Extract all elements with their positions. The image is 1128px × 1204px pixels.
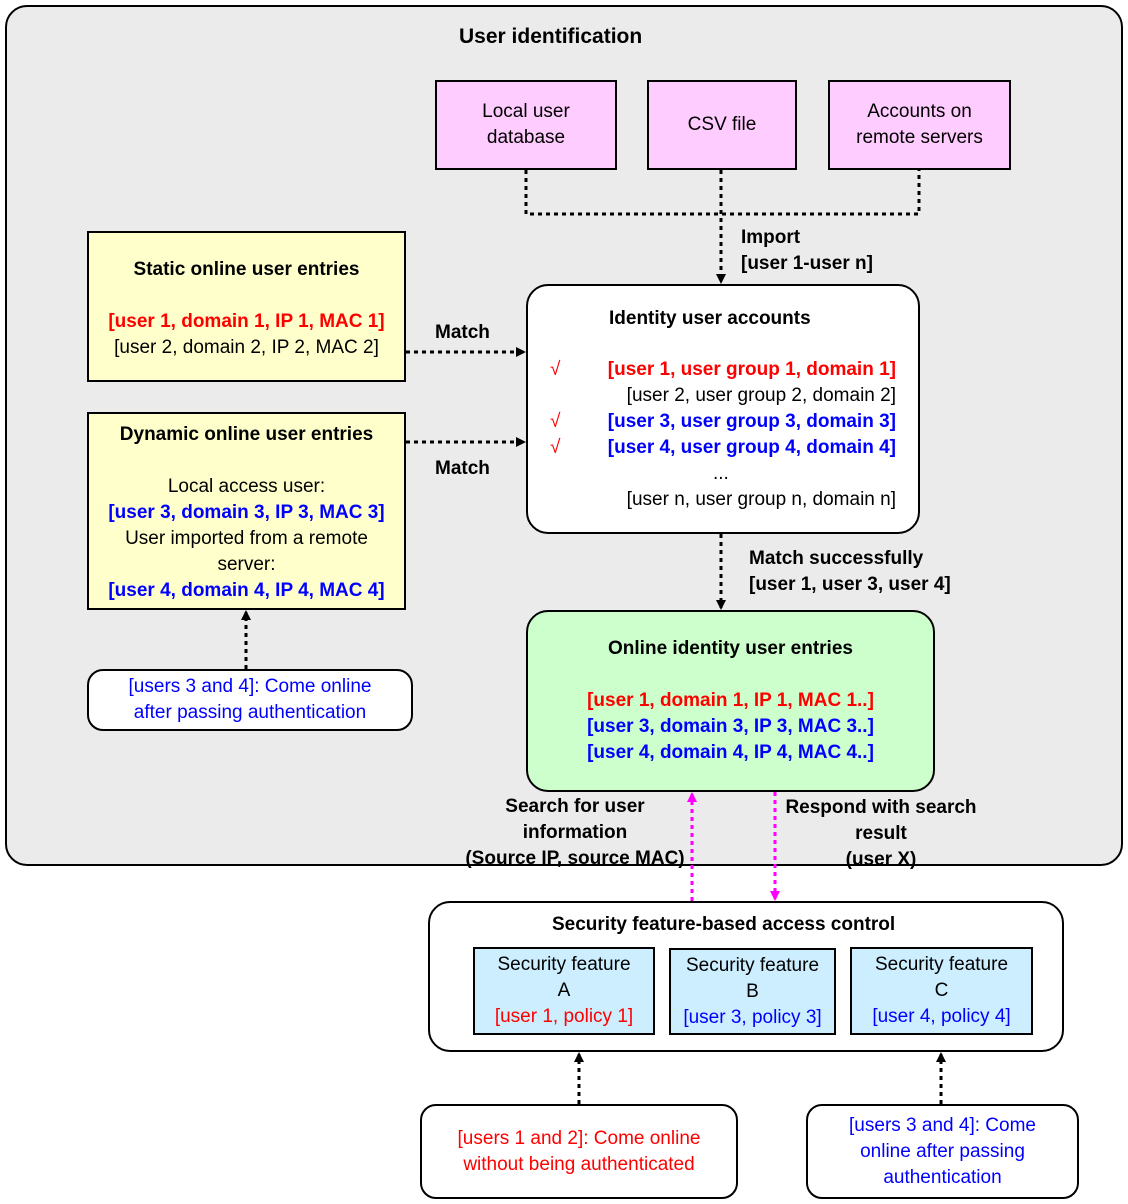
feature-c-name-1: Security feature: [874, 954, 1009, 975]
check-mark-icon: √: [550, 359, 561, 380]
import-line2: [user 1-user n]: [741, 253, 873, 274]
auth-note-top: [users 3 and 4]: Come online after passi…: [87, 669, 413, 731]
feature-b-name-2: B: [746, 980, 759, 1002]
respond-label: Respond with search result (user X): [770, 795, 992, 873]
bottom-left-line2: without being authenticated: [463, 1153, 695, 1175]
identity-accounts-rows: √[user 1, user group 1, domain 1] [user …: [540, 357, 896, 513]
check-mark-icon: √: [550, 411, 561, 432]
search-line1: Search for user: [505, 796, 645, 817]
bottom-right-line3: authentication: [883, 1166, 1002, 1188]
feature-a-policy: [user 1, policy 1]: [494, 1006, 634, 1027]
feature-a-name-1: Security feature: [497, 954, 631, 975]
account-row-1: √[user 1, user group 1, domain 1]: [540, 357, 896, 383]
search-line2: information: [522, 822, 628, 843]
feature-a-name-2: A: [557, 980, 571, 1001]
respond-line3: (user X): [845, 849, 917, 870]
local-user-database-box: Local user database: [435, 80, 617, 170]
import-line1: Import: [741, 227, 801, 248]
csv-file-label: CSV file: [687, 114, 757, 135]
feature-b-policy: [user 3, policy 3]: [683, 1006, 822, 1028]
csv-file-box: CSV file: [647, 80, 797, 170]
security-title: Security feature-based access control: [552, 914, 896, 935]
identity-accounts-title: Identity user accounts: [609, 308, 811, 329]
check-mark-icon: √: [550, 437, 561, 458]
remote-accounts-box: Accounts on remote servers: [828, 80, 1011, 170]
bottom-right-line2: online after passing: [860, 1140, 1025, 1162]
dynamic-local-label: Local access user:: [167, 476, 326, 497]
online-row-1: [user 1, domain 1, IP 1, MAC 1..]: [587, 690, 874, 711]
security-feature-c: Security feature C [user 4, policy 4]: [850, 947, 1033, 1035]
account-row-2: [user 2, user group 2, domain 2]: [626, 385, 896, 406]
local-db-line2: database: [486, 127, 566, 148]
match-success-line2: [user 1, user 3, user 4]: [749, 574, 951, 595]
auth-note-top-line2: after passing authentication: [133, 702, 367, 723]
online-row-3: [user 3, domain 3, IP 3, MAC 3..]: [587, 716, 874, 737]
online-identity-title: Online identity user entries: [608, 638, 853, 659]
remote-line2: remote servers: [856, 127, 983, 148]
bottom-left-line1: [users 1 and 2]: Come online: [457, 1127, 701, 1149]
panel-title: User identification: [459, 25, 643, 48]
bottom-left-note: [users 1 and 2]: Come online without bei…: [420, 1104, 738, 1199]
match-success-label: Match successfully [user 1, user 3, user…: [749, 546, 951, 598]
feature-c-name-2: C: [934, 980, 949, 1001]
dynamic-entries-box: Dynamic online user entries Local access…: [87, 412, 406, 610]
match-success-line1: Match successfully: [749, 548, 924, 569]
account-row-ellipsis: ...: [713, 463, 729, 484]
online-identity-box: Online identity user entries [user 1, do…: [526, 610, 935, 792]
identity-accounts-box: [526, 284, 920, 534]
security-feature-a: Security feature A [user 1, policy 1]: [473, 947, 655, 1035]
account-row-3: √[user 3, user group 3, domain 3]: [540, 409, 896, 435]
dynamic-remote-label-1: User imported from a remote: [125, 528, 368, 549]
security-feature-b: Security feature B [user 3, policy 3]: [669, 948, 836, 1035]
auth-note-top-line1: [users 3 and 4]: Come online: [128, 676, 372, 697]
search-label: Search for user information (Source IP, …: [450, 794, 700, 872]
bottom-right-line1: [users 3 and 4]: Come: [849, 1114, 1036, 1136]
match-label-dynamic: Match: [435, 458, 490, 479]
account-row-n: [user n, user group n, domain n]: [626, 489, 896, 510]
match-label-static: Match: [435, 322, 490, 343]
respond-line1: Respond with search: [785, 797, 977, 818]
remote-line1: Accounts on: [867, 101, 972, 122]
dynamic-row-remote: [user 4, domain 4, IP 4, MAC 4]: [108, 580, 385, 601]
search-line3: (Source IP, source MAC): [465, 848, 685, 869]
local-db-line1: Local user: [482, 101, 570, 122]
static-row-1: [user 1, domain 1, IP 1, MAC 1]: [108, 311, 385, 332]
online-row-4: [user 4, domain 4, IP 4, MAC 4..]: [587, 742, 874, 763]
feature-c-policy: [user 4, policy 4]: [872, 1006, 1011, 1027]
dynamic-row-local: [user 3, domain 3, IP 3, MAC 3]: [108, 502, 385, 523]
dynamic-entries-title: Dynamic online user entries: [119, 424, 374, 445]
static-entries-title: Static online user entries: [133, 259, 360, 280]
bottom-right-note: [users 3 and 4]: Come online after passi…: [806, 1104, 1079, 1199]
source-merge-line: [524, 170, 921, 216]
dynamic-remote-label-2: server:: [217, 554, 276, 575]
account-row-4: √[user 4, user group 4, domain 4]: [540, 435, 896, 461]
respond-line2: result: [855, 823, 907, 844]
import-label: Import [user 1-user n]: [741, 225, 873, 277]
static-entries-box: Static online user entries [user 1, doma…: [87, 231, 406, 382]
feature-b-name-1: Security feature: [685, 954, 820, 976]
static-row-2: [user 2, domain 2, IP 2, MAC 2]: [114, 337, 379, 358]
